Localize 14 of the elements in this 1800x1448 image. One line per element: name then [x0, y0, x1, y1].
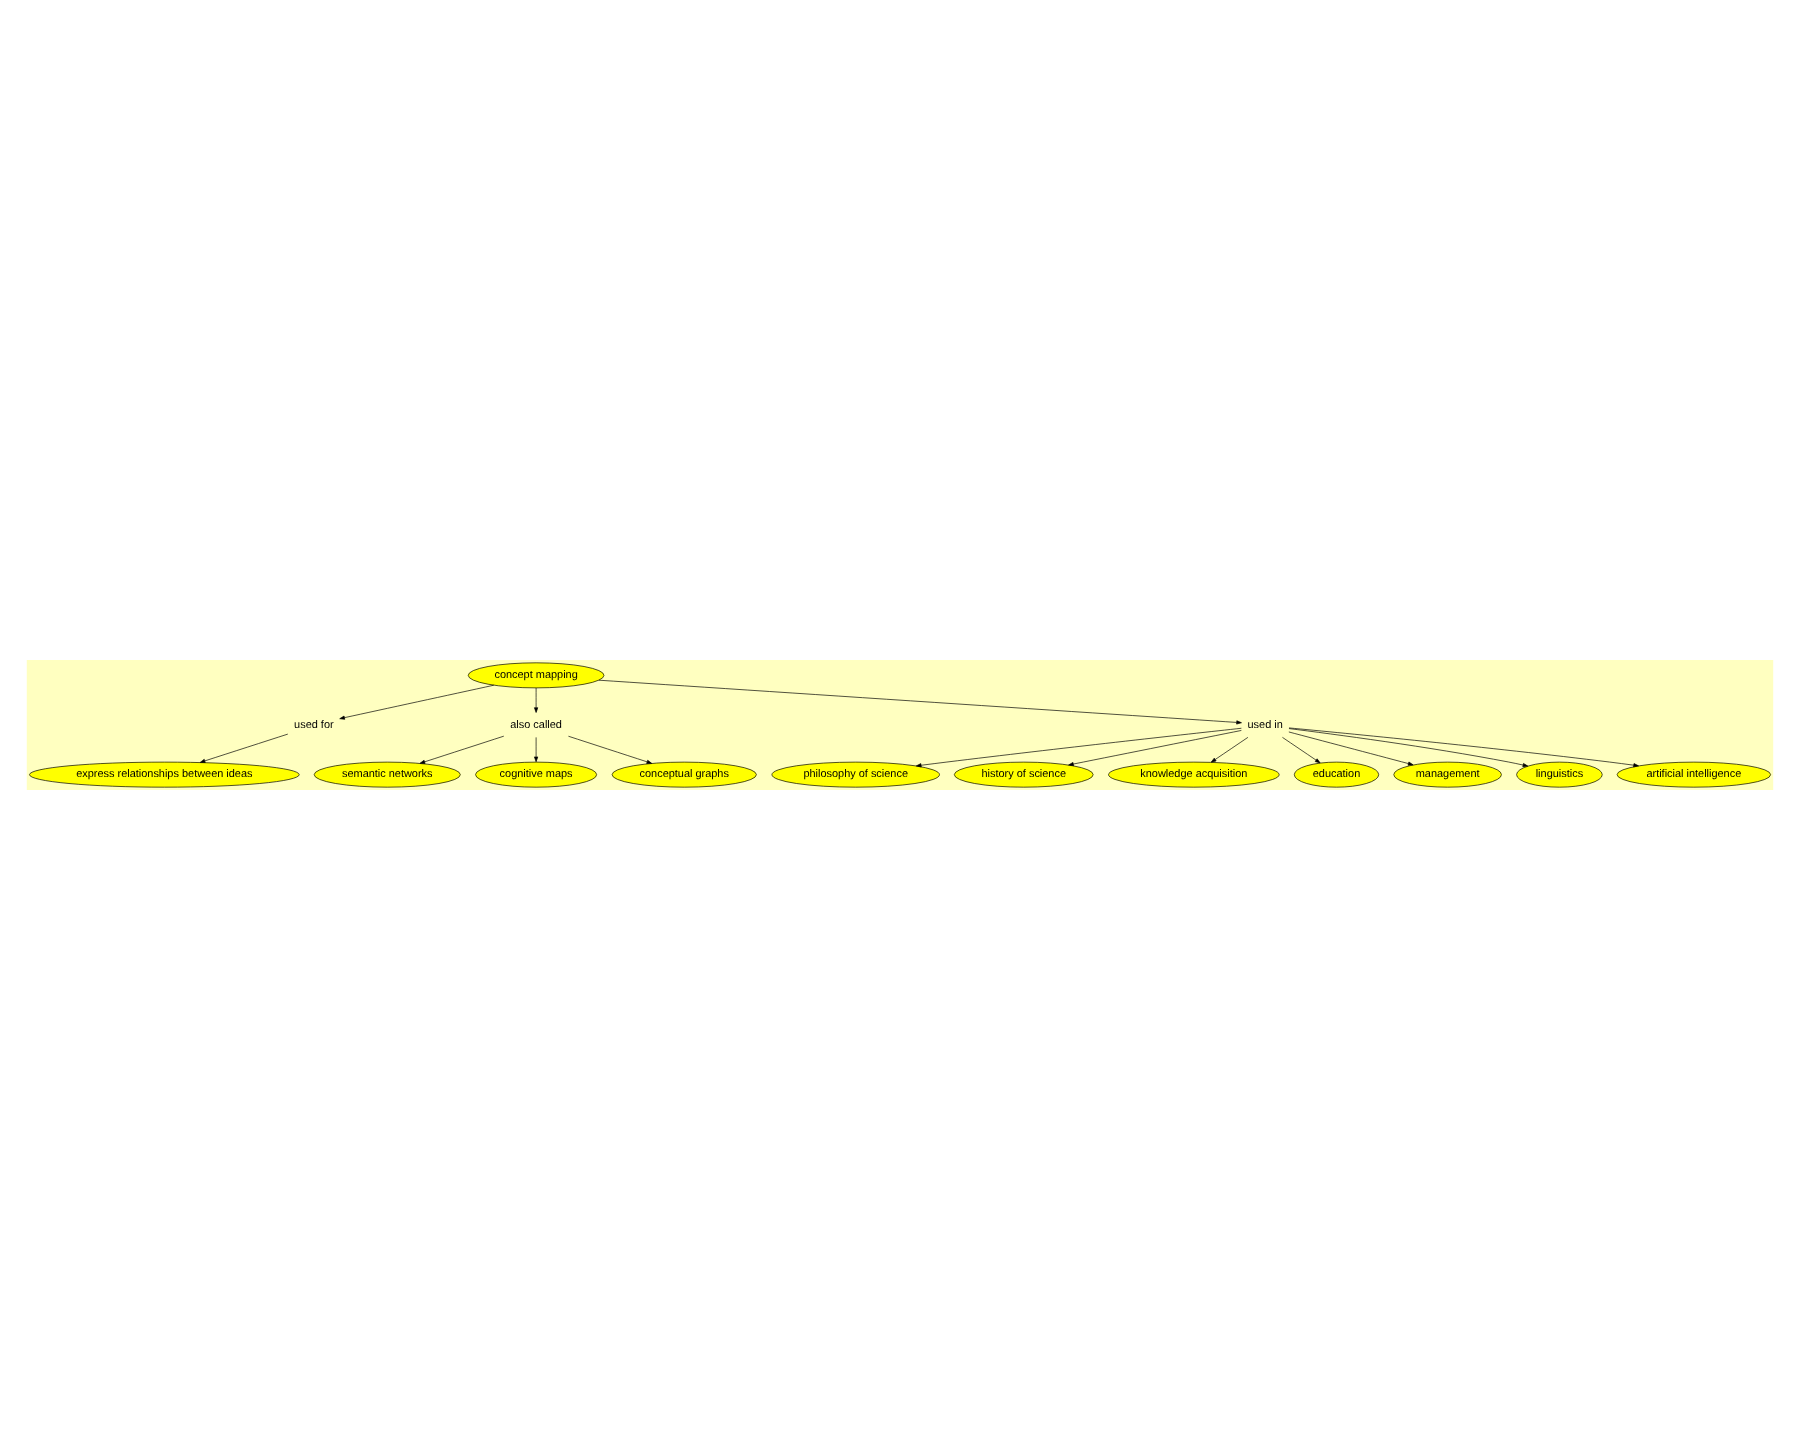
arrow [568, 734, 653, 763]
arrow [339, 683, 495, 719]
arrow [1068, 729, 1242, 766]
arrow [915, 726, 1242, 767]
arrow [534, 736, 539, 762]
arrow [1210, 736, 1249, 762]
arrow [534, 686, 539, 712]
arrow [1288, 727, 1529, 767]
arrow [598, 678, 1242, 724]
arrow [199, 732, 289, 762]
arrow [419, 734, 505, 763]
arrow [1288, 726, 1639, 767]
arrow [1288, 730, 1414, 765]
arrow [1282, 736, 1321, 763]
